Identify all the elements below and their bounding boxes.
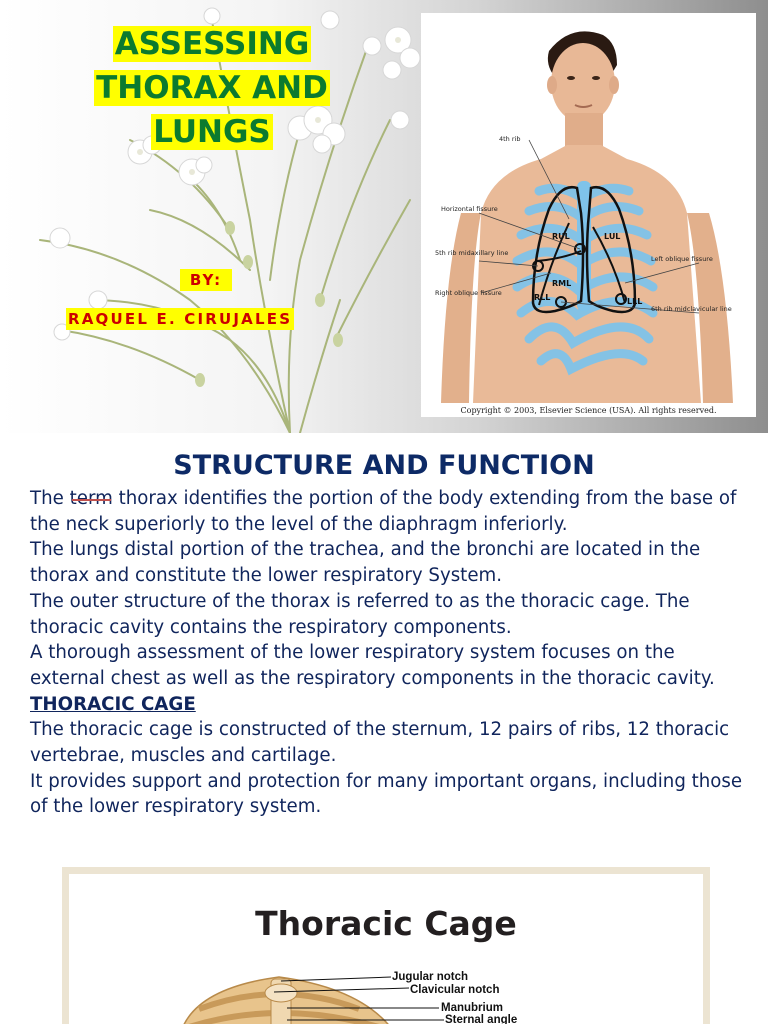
- label-5th-rib: 5th rib midaxillary line: [435, 249, 508, 257]
- cage-leader-lines: [273, 976, 444, 1021]
- ribcage-illustration: [183, 976, 389, 1024]
- thoracic-cage-figure: Thoracic Cage Jugular notch Clavicular n…: [62, 867, 710, 1024]
- label-horizontal-fissure: Horizontal fissure: [441, 205, 498, 213]
- baby-breath-flowers-illustration: [39, 7, 421, 433]
- label-jugular-notch: Jugular notch: [392, 971, 469, 983]
- paragraph: A thorough assessment of the lower respi…: [30, 642, 715, 689]
- thoracic-cage-figure-inner: Thoracic Cage Jugular notch Clavicular n…: [69, 874, 703, 1024]
- section-body: The term thorax identifies the portion o…: [30, 486, 755, 820]
- paragraph: It provides support and protection for m…: [30, 770, 743, 818]
- label-6th-rib: 6th rib midclavicular line: [651, 305, 732, 313]
- paragraph: The term thorax identifies the portion o…: [30, 488, 737, 535]
- lobe-label-rml: RML: [552, 279, 571, 288]
- lung-lobes-diagram: RUL LUL RML RLL LLL 4th rib Horizontal f…: [421, 13, 756, 403]
- struck-word: term: [69, 488, 113, 509]
- section-heading: STRUCTURE AND FUNCTION: [173, 450, 595, 481]
- thoracic-cage-title: Thoracic Cage: [255, 904, 517, 943]
- lobe-label-rul: RUL: [552, 232, 570, 241]
- label-4th-rib: 4th rib: [499, 135, 520, 143]
- byline-label: BY:: [180, 269, 232, 291]
- slide-title: ASSESSING THORAX AND LUNGS: [74, 22, 350, 154]
- label-left-oblique: Left oblique fissure: [651, 255, 713, 263]
- figure-copyright: Copyright © 2003, Elsevier Science (USA)…: [460, 406, 717, 415]
- label-right-oblique: Right oblique fissure: [435, 289, 502, 297]
- label-sternal-angle: Sternal angle: [445, 1014, 518, 1024]
- lobe-label-lul: LUL: [604, 232, 620, 241]
- paragraph: The lungs distal portion of the trachea,…: [30, 539, 701, 587]
- label-manubrium: Manubrium: [441, 1002, 503, 1014]
- paragraph: The outer structure of the thorax is ref…: [30, 590, 690, 638]
- author-name: RAQUEL E. CIRUJALES: [66, 308, 295, 330]
- title-line: LUNGS: [151, 114, 273, 150]
- label-clavicular-notch: Clavicular notch: [410, 984, 500, 996]
- thorax-lungs-anatomy-photo: RUL LUL RML RLL LLL 4th rib Horizontal f…: [421, 13, 756, 417]
- title-line: THORAX AND: [94, 70, 330, 106]
- lobe-label-rll: RLL: [534, 293, 550, 302]
- lobe-label-lll: LLL: [627, 297, 642, 306]
- subheading-thoracic-cage: THORACIC CAGE: [30, 693, 196, 715]
- title-slide: ASSESSING THORAX AND LUNGS BY: RAQUEL E.…: [0, 0, 768, 433]
- title-line: ASSESSING: [112, 26, 312, 62]
- paragraph: The thoracic cage is constructed of the …: [30, 719, 730, 767]
